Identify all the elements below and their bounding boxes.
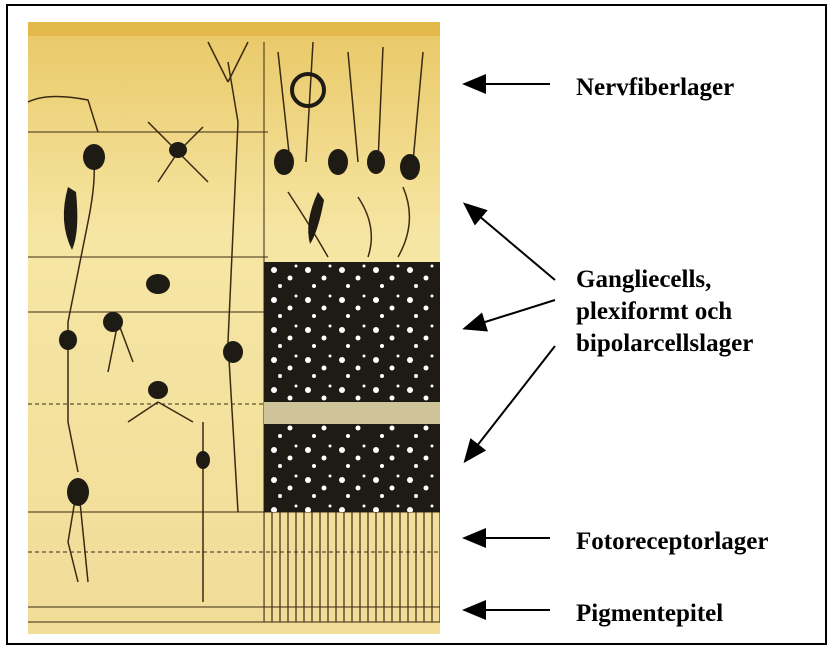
arrow-ganglion-middle [466,300,555,328]
arrow-ganglion-lower [466,346,555,460]
label-pigment-epithelium: Pigmentepitel [576,598,723,630]
label-ganglion-line-2: plexiformt och [576,296,732,328]
label-ganglion-line-1: Gangliecells, [576,264,711,296]
label-nerve-fiber-layer: Nervfiberlager [576,72,734,104]
label-photoreceptor-layer: Fotoreceptorlager [576,526,769,558]
label-ganglion-line-3: bipolarcellslager [576,328,753,360]
arrow-ganglion-upper [466,205,555,280]
